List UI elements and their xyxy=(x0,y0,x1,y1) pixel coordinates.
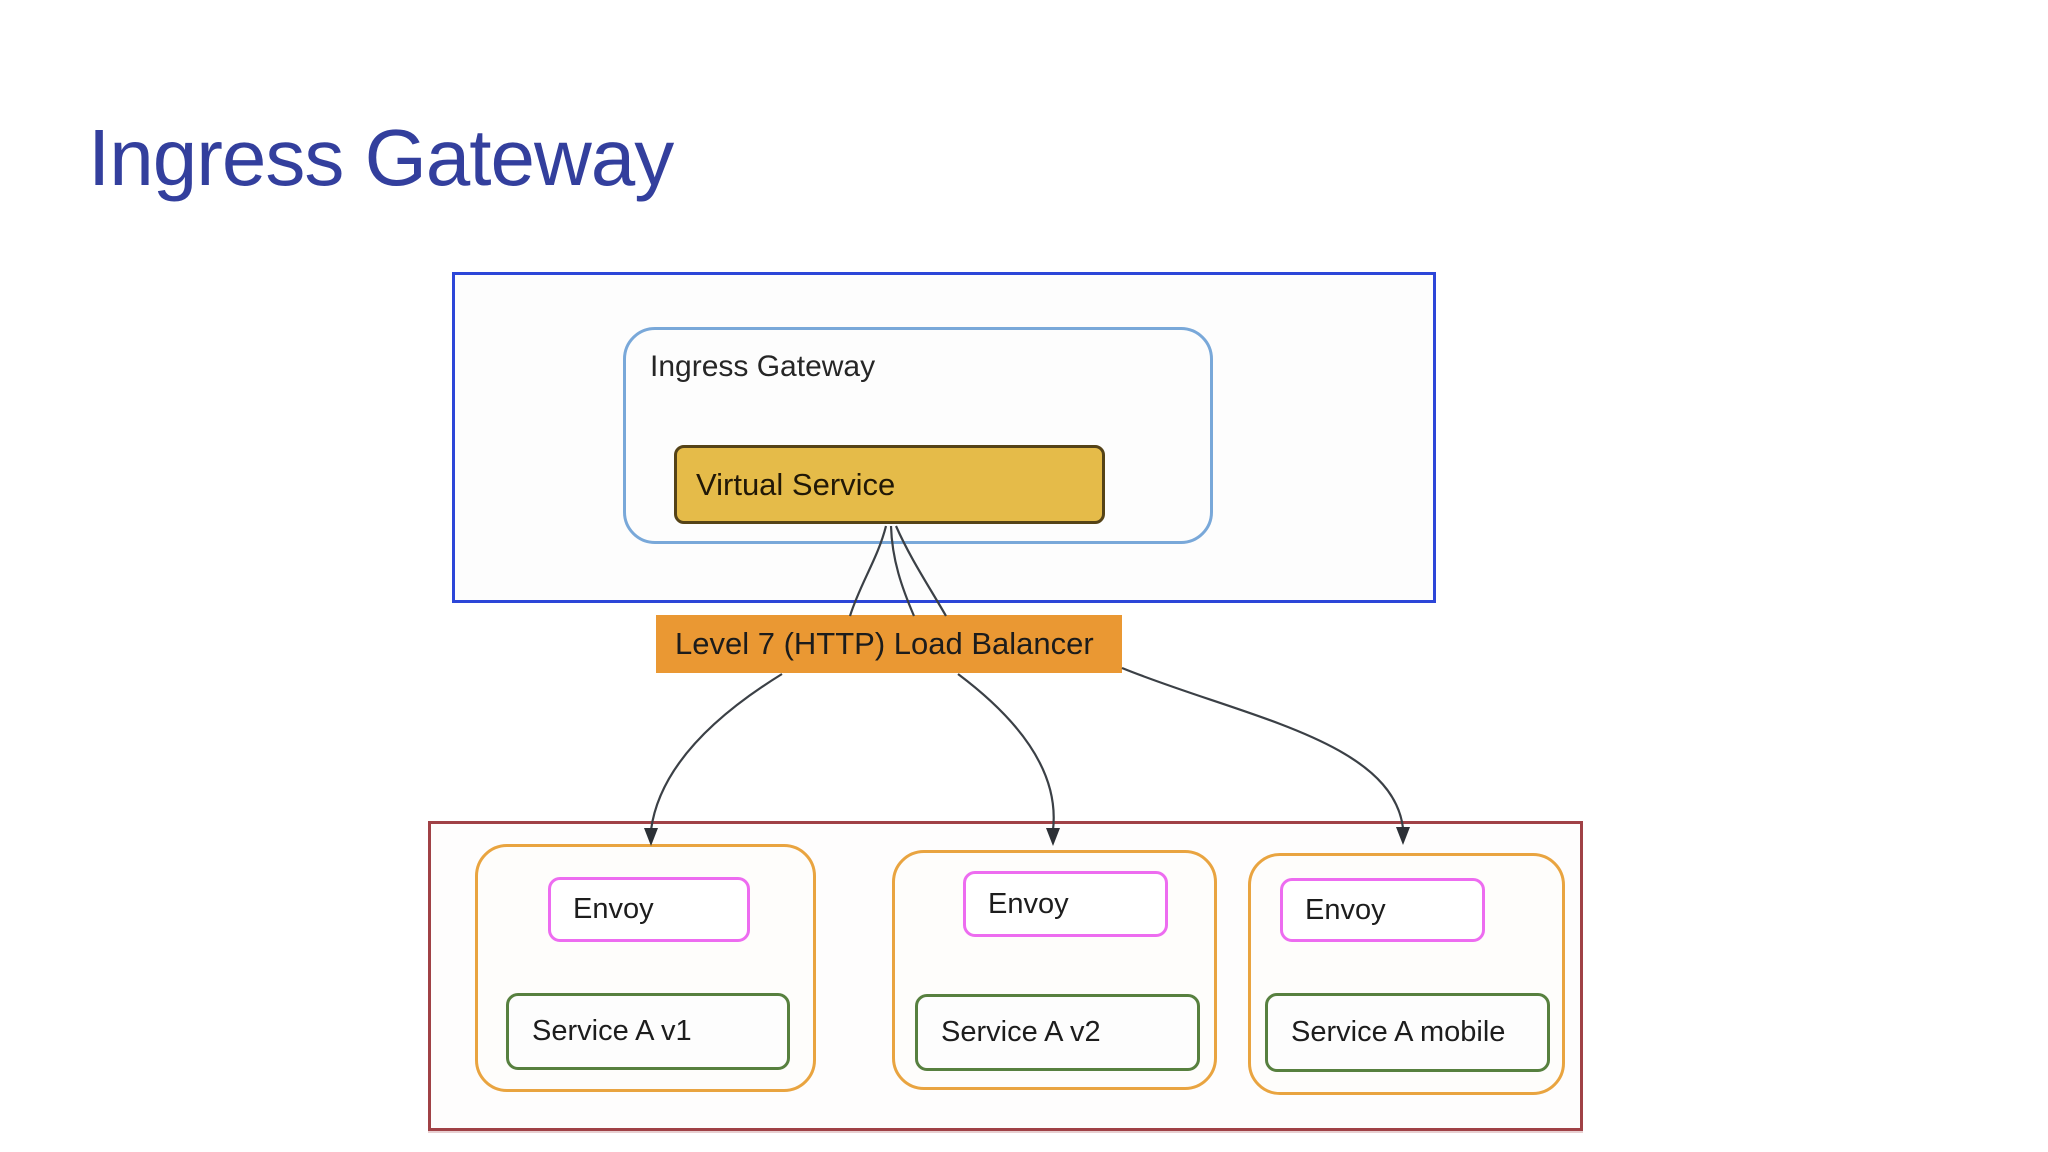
lb-to-envoy-arrow-2 xyxy=(957,673,1055,831)
virtual-service-label: Virtual Service xyxy=(696,466,896,502)
envoy-box-1: Envoy xyxy=(548,877,750,942)
envoy-box-3: Envoy xyxy=(1280,878,1485,942)
load-balancer-box: Level 7 (HTTP) Load Balancer xyxy=(656,615,1122,673)
envoy-label-3: Envoy xyxy=(1305,893,1386,926)
service-box-3: Service A mobile xyxy=(1265,993,1550,1072)
ingress-gateway-label: Ingress Gateway xyxy=(650,350,876,383)
lb-to-envoy-arrow-3 xyxy=(1121,666,1405,829)
service-box-1: Service A v1 xyxy=(506,993,790,1070)
slide-title: Ingress Gateway xyxy=(88,113,674,202)
service-box-2: Service A v2 xyxy=(915,994,1200,1071)
virtual-service-box: Virtual Service xyxy=(674,445,1105,524)
envoy-label-2: Envoy xyxy=(988,887,1069,920)
service-label-2: Service A v2 xyxy=(941,1016,1101,1048)
load-balancer-label: Level 7 (HTTP) Load Balancer xyxy=(675,626,1094,661)
service-label-3: Service A mobile xyxy=(1291,1016,1506,1048)
envoy-box-2: Envoy xyxy=(963,871,1168,937)
service-label-1: Service A v1 xyxy=(532,1015,692,1047)
envoy-label-1: Envoy xyxy=(573,893,654,925)
lb-to-envoy-arrow-1 xyxy=(649,673,783,831)
